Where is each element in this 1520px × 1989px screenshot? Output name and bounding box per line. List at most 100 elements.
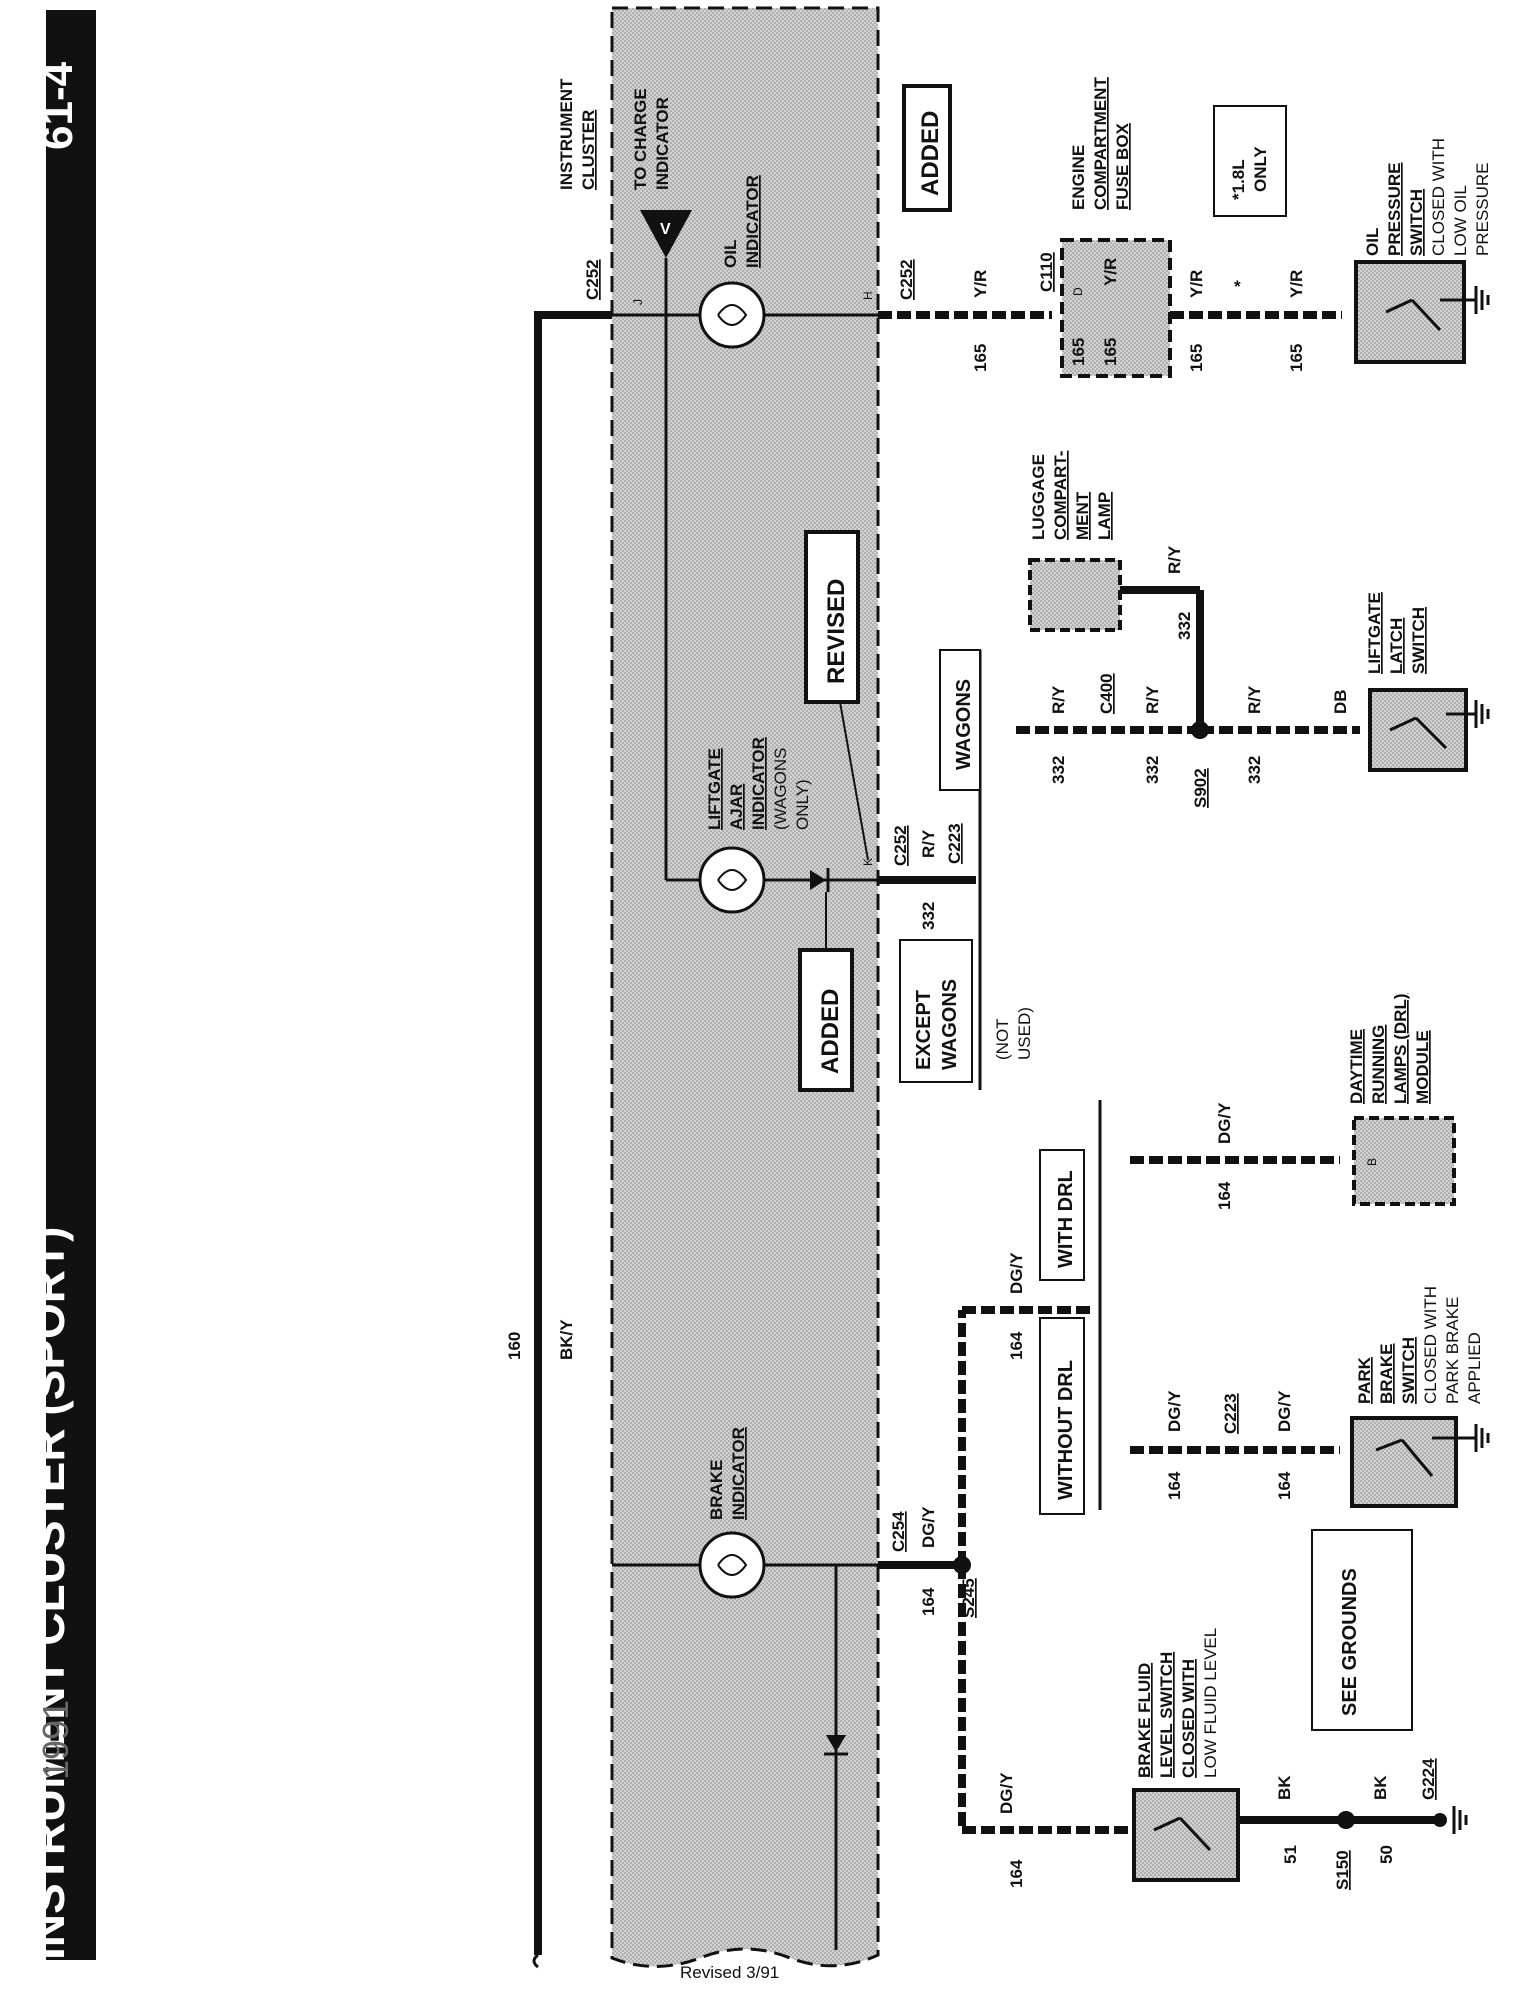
oil-indicator-bulb-icon xyxy=(698,281,766,349)
see-grounds-label: SEE GROUNDS xyxy=(1339,1568,1361,1716)
header-bar xyxy=(46,10,96,1960)
connector-c223-a: C223 xyxy=(945,823,964,864)
wire-51-color: BK xyxy=(1275,1775,1294,1800)
connector-c252-a: C252 xyxy=(583,259,602,300)
park-label1: PARK xyxy=(1355,1356,1374,1404)
wire-160-color: BK/Y xyxy=(557,1319,576,1360)
wire-332-number-a: 332 xyxy=(919,902,938,930)
liftgate-switch-label3: SWITCH xyxy=(1409,607,1428,674)
brake-fluid-switch xyxy=(1132,1788,1240,1882)
splice-s150-label: S150 xyxy=(1333,1850,1352,1890)
added-note-bottom xyxy=(798,948,854,1092)
revision-note: Revised 3/91 xyxy=(680,1963,779,1982)
wire-164-color-a: DG/Y xyxy=(919,1506,938,1548)
oil-switch-label4: CLOSED WITH xyxy=(1429,138,1448,256)
wire-165-color-c: Y/R xyxy=(1287,270,1306,298)
brake-fluid-label2: LEVEL SWITCH xyxy=(1157,1652,1176,1778)
with-drl-label: WITH DRL xyxy=(1055,1170,1077,1268)
wire-164-number-f: 164 xyxy=(1007,1859,1026,1888)
liftgate-ground-icon xyxy=(1474,700,1490,728)
wire-160-end xyxy=(532,1953,539,1969)
liftgate-ind-label4: (WAGONS xyxy=(771,748,790,830)
drl-label3: LAMPS (DRL) xyxy=(1391,994,1410,1104)
oil-switch-ground-icon xyxy=(1474,286,1490,314)
wire-164-number-c: 164 xyxy=(1215,1181,1234,1210)
liftgate-ind-label3: INDICATOR xyxy=(749,737,768,830)
liftgate-ind-label1: LIFTGATE xyxy=(705,748,724,830)
liftgate-switch-label2: LATCH xyxy=(1387,618,1406,674)
fuse-165-b: 165 xyxy=(1101,338,1120,366)
park-ground-icon xyxy=(1474,1424,1490,1452)
brake-fluid-label1: BRAKE FLUID xyxy=(1135,1663,1154,1778)
oil-pressure-switch xyxy=(1354,260,1466,364)
page-title: INSTRUMENT CLUSTER (SPORT) xyxy=(22,1227,74,1960)
except-wagons-line2: WAGONS xyxy=(939,979,961,1070)
connector-c252-c: C252 xyxy=(891,825,910,866)
liftgate-ind-label2: AJAR xyxy=(727,784,746,830)
not-used-line1: (NOT xyxy=(993,1018,1012,1060)
oil-switch-contact-icon xyxy=(1385,298,1442,332)
liftgate-indicator-bulb-icon xyxy=(698,846,766,914)
brake-fluid-label4: LOW FLUID LEVEL xyxy=(1201,1628,1220,1778)
fuse-box-label3: FUSE BOX xyxy=(1113,122,1132,210)
liftgate-ind-label5: ONLY) xyxy=(793,779,812,830)
charge-note-line2: INDICATOR xyxy=(653,97,672,190)
wire-50-color: BK xyxy=(1371,1775,1390,1800)
wire-332-number-b: 332 xyxy=(1049,756,1068,784)
wire-165-number-c: 165 xyxy=(1287,344,1306,372)
liftgate-bulb-filament-icon xyxy=(717,869,748,891)
with-drl-box xyxy=(1039,1149,1085,1281)
oil-switch-label2: PRESSURE xyxy=(1385,162,1404,256)
luggage-lamp xyxy=(1028,558,1122,632)
wire-332-color-c: R/Y xyxy=(1143,685,1162,714)
oil-indicator-label2: INDICATOR xyxy=(743,175,762,268)
connector-c252-b: C252 xyxy=(897,259,916,300)
oil-indicator-label1: OIL xyxy=(721,240,740,268)
wire-165-number-b: 165 xyxy=(1187,344,1206,372)
wagons-box xyxy=(939,649,981,791)
wire-164-number-d: 164 xyxy=(1165,1471,1184,1500)
connector-c223-b: C223 xyxy=(1221,1393,1240,1434)
wire-332-number-c: 332 xyxy=(1143,756,1162,784)
drl-module xyxy=(1352,1116,1456,1206)
wire-165-color-b: Y/R xyxy=(1187,270,1206,298)
wire-332-color-a: R/Y xyxy=(919,829,938,858)
wire-db: DB xyxy=(1331,689,1350,714)
wire-51-number: 51 xyxy=(1281,1845,1300,1864)
oil-switch-label6: PRESSURE xyxy=(1473,162,1492,256)
connector-c400: C400 xyxy=(1097,673,1116,714)
engine-note-line2: ONLY xyxy=(1251,146,1270,192)
luggage-label4: LAMP xyxy=(1095,492,1114,540)
liftgate-diode-icon xyxy=(810,870,826,890)
wire-332-color-d: R/Y xyxy=(1165,545,1184,574)
splice-s902-label: S902 xyxy=(1191,768,1210,808)
park-label5: PARK BRAKE xyxy=(1443,1297,1462,1404)
wire-160 xyxy=(534,311,612,1955)
wire-164-number-b: 164 xyxy=(1007,1331,1026,1360)
see-grounds-box xyxy=(1311,1529,1413,1731)
brake-bulb-filament-icon xyxy=(717,1554,748,1576)
wire-164-color-d: DG/Y xyxy=(1165,1390,1184,1432)
wire-332-number-d: 332 xyxy=(1175,612,1194,640)
wire-164-number-a: 164 xyxy=(919,1587,938,1616)
park-label3: SWITCH xyxy=(1399,1337,1418,1404)
drl-label1: DAYTIME xyxy=(1347,1029,1366,1104)
park-brake-switch xyxy=(1350,1416,1458,1508)
engine-fuse-box xyxy=(1060,238,1172,378)
charge-indicator-arrow-icon xyxy=(640,210,692,258)
g224-ground-icon xyxy=(1452,1806,1468,1834)
luggage-label1: LUGGAGE xyxy=(1029,454,1048,540)
wire-164-color-c: DG/Y xyxy=(1215,1102,1234,1144)
brake-diode-icon xyxy=(826,1735,846,1752)
pin-h: H xyxy=(861,291,875,300)
cluster-name-line1: INSTRUMENT xyxy=(557,78,576,190)
wagons-label: WAGONS xyxy=(953,679,975,770)
drl-label4: MODULE xyxy=(1413,1030,1432,1104)
connector-c254: C254 xyxy=(889,1511,908,1552)
wire-164-color-e: DG/Y xyxy=(1275,1390,1294,1432)
wire-332-number-e: 332 xyxy=(1245,756,1264,784)
charge-arrow-glyph: V xyxy=(660,221,671,238)
ground-g224-label: G224 xyxy=(1419,1758,1438,1800)
instrument-cluster-housing xyxy=(610,6,880,1968)
